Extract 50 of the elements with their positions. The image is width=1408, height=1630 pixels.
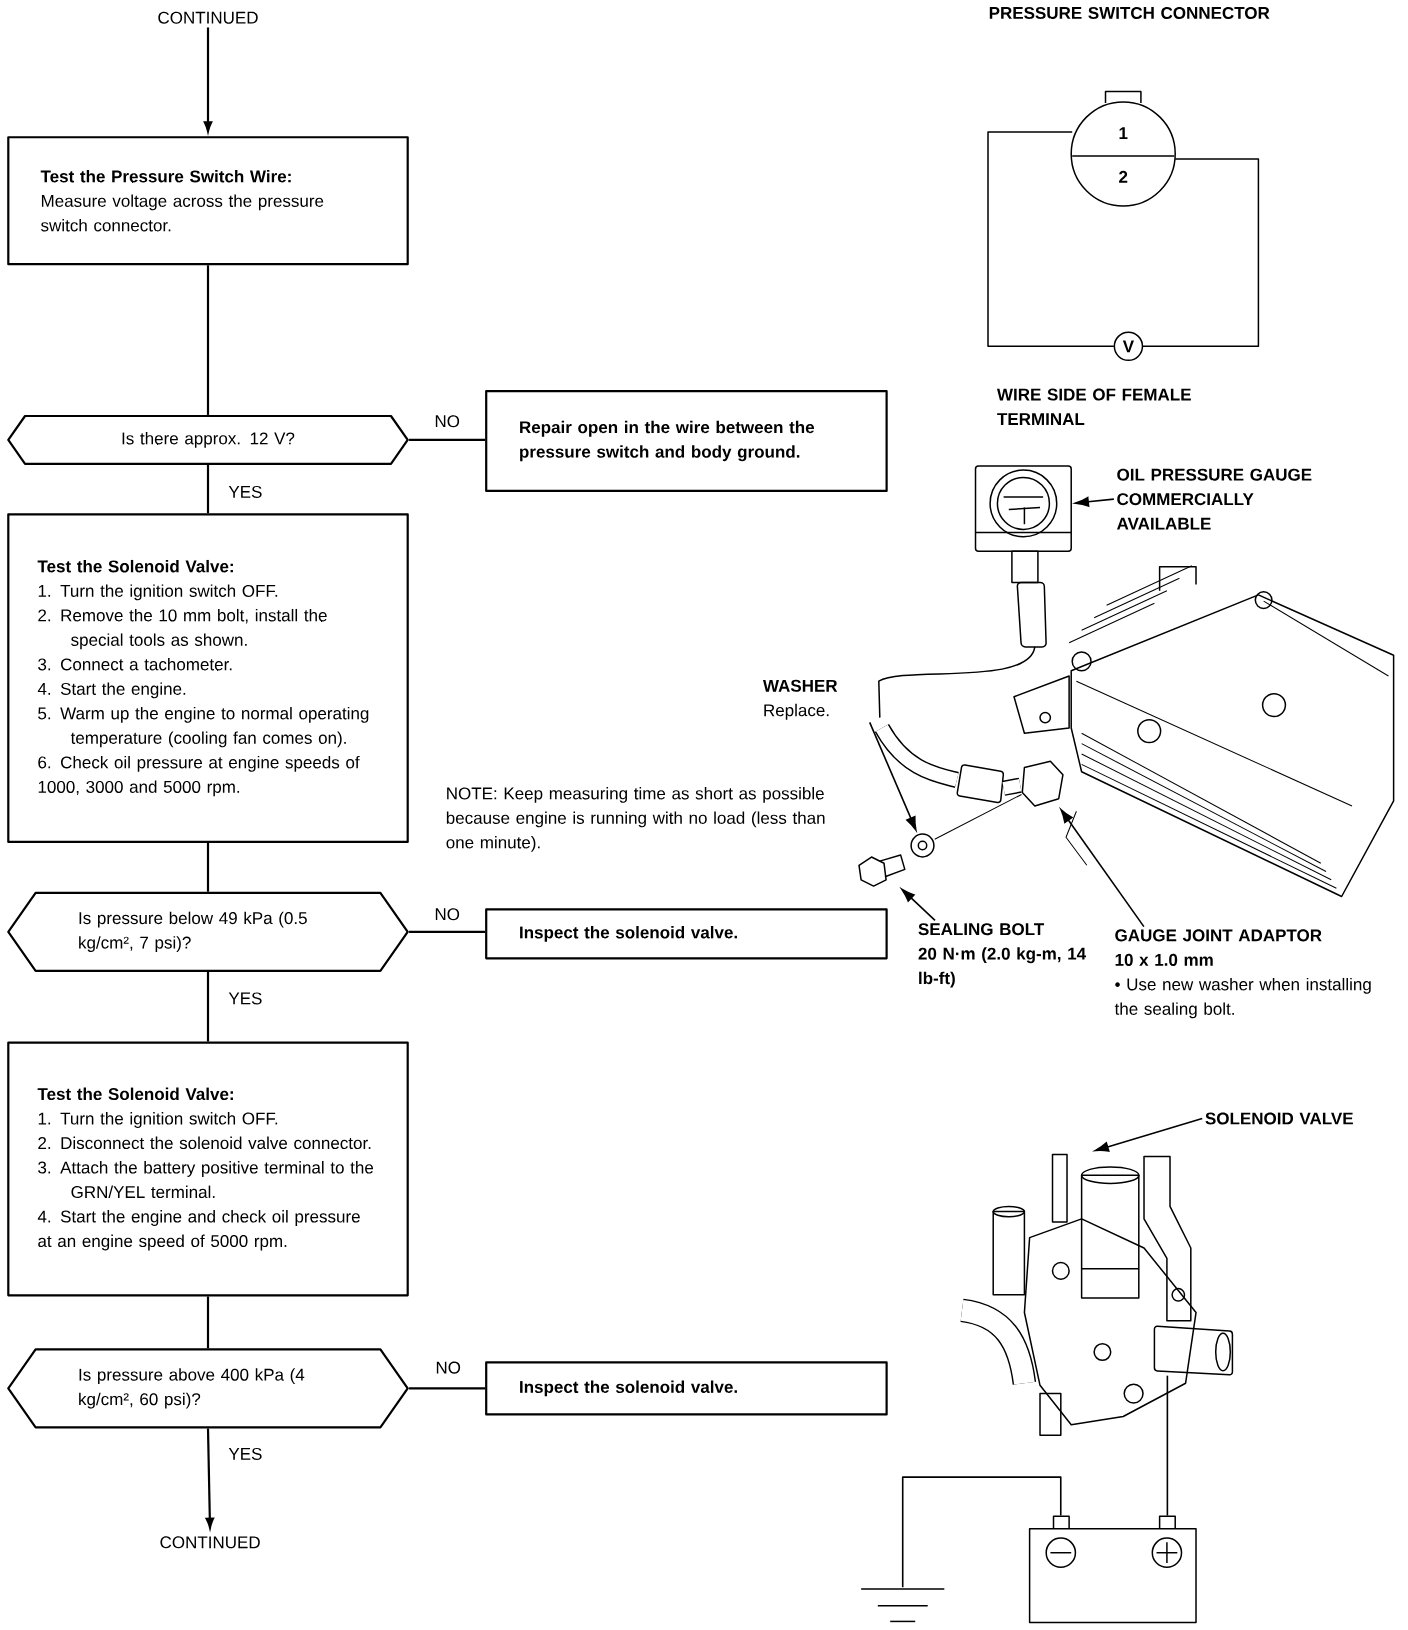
pin-number: 2 [1119,170,1128,183]
heading-label: WIRE SIDE OF FEMALE TERMINAL [997,388,1191,425]
decision-box: Is pressure below 49 kPa (0.5 kg/cm², 7 psi)? [7,891,409,972]
adaptor-drawing [1021,760,1064,807]
wire [1166,1374,1169,1517]
callout-text: SOLENOID VALVE [1205,1112,1353,1125]
connector-line [206,843,210,892]
connector-line [409,930,486,933]
edge-label: NO [433,1359,463,1376]
process-box: Test the Pressure Switch Wire: Measure voltage across the pressure switch connector. [7,136,409,266]
leader-line [1094,1117,1203,1152]
callout-text: OIL PRESSURE GAUGE COMMERCIALLY AVAILABLE [1117,468,1312,530]
edge-label: YES [226,483,265,500]
arrow [203,27,213,133]
connector-line [206,1296,210,1349]
wire [901,1476,1062,1589]
edge-label: NO [432,906,462,923]
leader-line [1060,809,1145,928]
flow-text: CONTINUED [158,11,258,24]
guide-line [934,793,1023,840]
callout-text: GAUGE JOINT ADAPTOR 10 x 1.0 mm • Use new washer when installing the sealing bolt. [1114,929,1371,1019]
leader-line [901,888,936,922]
heading-label: PRESSURE SWITCH CONNECTOR [989,6,1270,19]
battery-drawing [1028,1515,1197,1624]
washer-drawing [910,833,935,858]
edge-label: NO [432,413,462,430]
action-box: Inspect the solenoid valve. [485,1361,888,1416]
ground-symbol [860,1588,946,1623]
action-box: Repair open in the wire between the pressure switch and body ground. [485,390,888,492]
pin-number: 1 [1119,127,1128,139]
edge-label: YES [226,1445,265,1462]
process-box: Test the Solenoid Valve: 1. Turn the ignition switch OFF. 2. Remove the 10 mm bolt, install the special tools as shown. 3. Connect a tachometer. 4. Start the engine. 5. Warm up the engine to normal operating temperature (cooling fan comes on). 6. Check oil pressure at engine speeds of 1000, 3000 and 5000 rpm. [7,513,409,843]
gauge-drawing [974,465,1072,552]
callout-text: WASHER Replace. [762,679,838,720]
solenoid-valve-drawing [960,1153,1234,1436]
edge-label: YES [226,990,265,1007]
bolt-drawing [858,854,906,887]
action-box: Inspect the solenoid valve. [485,908,888,960]
connector-line [206,265,210,415]
decision-box: Is pressure above 400 kPa (4 kg/cm², 60 psi)? [7,1348,409,1429]
callout-text: SEALING BOLT 20 N·m (2.0 kg-m, 14 lb-ft) [918,923,1086,988]
process-box: Test the Solenoid Valve: 1. Turn the ignition switch OFF. 2. Disconnect the solenoid valve connector. 3. Attach the battery positive terminal to the GRN/YEL terminal. 4. Start the engine and check oil pressure at an engine speed of 5000 rpm. [7,1041,409,1297]
connector-line [206,464,210,514]
connector-line [206,971,210,1042]
note-text: NOTE: Keep measuring time as short as possible because engine is running with no load (less than one minute). [446,786,825,852]
flow-text: CONTINUED [160,1536,260,1549]
leader-line [868,721,917,831]
decision-box: Is there approx. 12 V? [7,414,409,465]
connector-line [409,438,486,441]
connector-line [409,1387,486,1390]
